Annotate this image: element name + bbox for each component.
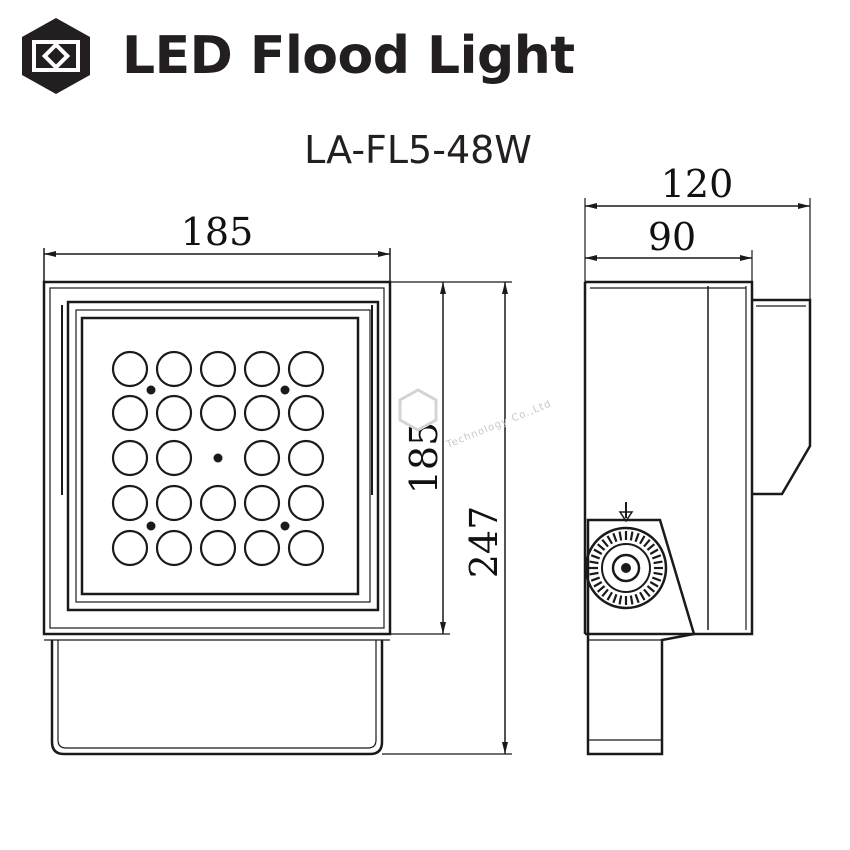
led-lens [287,350,325,388]
screw-dot [280,521,290,531]
model-number: LA-FL5-48W [304,128,532,172]
dial-tick [593,581,603,588]
led-lens [199,394,237,432]
led-lens [111,439,149,477]
dim-side-overall: 120 [661,162,734,206]
led-lens [287,529,325,567]
dial-tick [643,588,651,598]
dial-tick [618,531,623,541]
led-lens [243,350,281,388]
led-grid [111,350,325,567]
screw-dot [146,521,156,531]
dial-tick [593,548,603,555]
side-bracket [586,518,696,756]
hexagon-logo-icon [22,18,90,94]
led-lens [287,484,325,522]
dial-tick [653,571,663,576]
dial-tick [590,554,601,560]
dial-tick [596,543,606,551]
led-lens [243,484,281,522]
led-lens [111,350,149,388]
dial-tick [634,593,640,604]
dial-tick [646,543,656,551]
housing-outline [42,280,392,636]
screw-dot [146,385,156,395]
dial-tick [596,585,606,593]
led-lens [243,439,281,477]
dim-front-height: 185 [402,422,446,495]
led-panel [80,316,360,596]
dial-tick [606,535,613,545]
dial-tick [643,538,651,548]
dial-tick [651,554,662,560]
dial-tick [651,576,662,582]
dial-tick [606,591,613,601]
mounting-bracket [50,640,384,756]
dial-tick [589,571,599,576]
led-lens [287,439,325,477]
angle-adjust-dial [584,502,668,610]
led-lens [111,529,149,567]
dial-tick [612,532,618,543]
led-lens [155,439,193,477]
front-view: 185 185 247 [42,210,512,756]
led-lens [199,529,237,567]
dial-tick [639,535,646,545]
dial-tick [634,532,640,543]
dial-tick [646,585,656,593]
dim-total-height: 247 [462,506,506,579]
screw-dot [280,385,290,395]
dial-tick [601,588,609,598]
led-lens [111,484,149,522]
dial-tick [629,531,634,541]
dial-tick [629,595,634,605]
dial-tick [653,560,663,565]
led-lens [199,484,237,522]
watermark-text: Technology Co.,Ltd [444,399,553,452]
led-lens [243,394,281,432]
heat-sink [752,298,812,496]
screw-dot [213,453,223,463]
led-lens [155,350,193,388]
dial-tick [639,591,646,601]
led-lens [155,394,193,432]
dial-tick [601,538,609,548]
dim-front-width: 185 [181,210,254,254]
dial-tick [649,581,659,588]
led-lens [111,394,149,432]
led-lens [199,350,237,388]
led-lens [243,529,281,567]
page-title: LED Flood Light [122,26,575,86]
led-lens [155,529,193,567]
dial-tick [649,548,659,555]
dial-tick [618,595,623,605]
dial-tick [589,560,599,565]
dial-tick [590,576,601,582]
side-body [585,280,754,636]
dial-tick [612,593,618,604]
led-lens [287,394,325,432]
dim-side-body: 90 [648,215,696,259]
header: LED Flood Light [20,14,575,98]
led-lens [155,484,193,522]
side-view: 120 90 [583,162,812,756]
